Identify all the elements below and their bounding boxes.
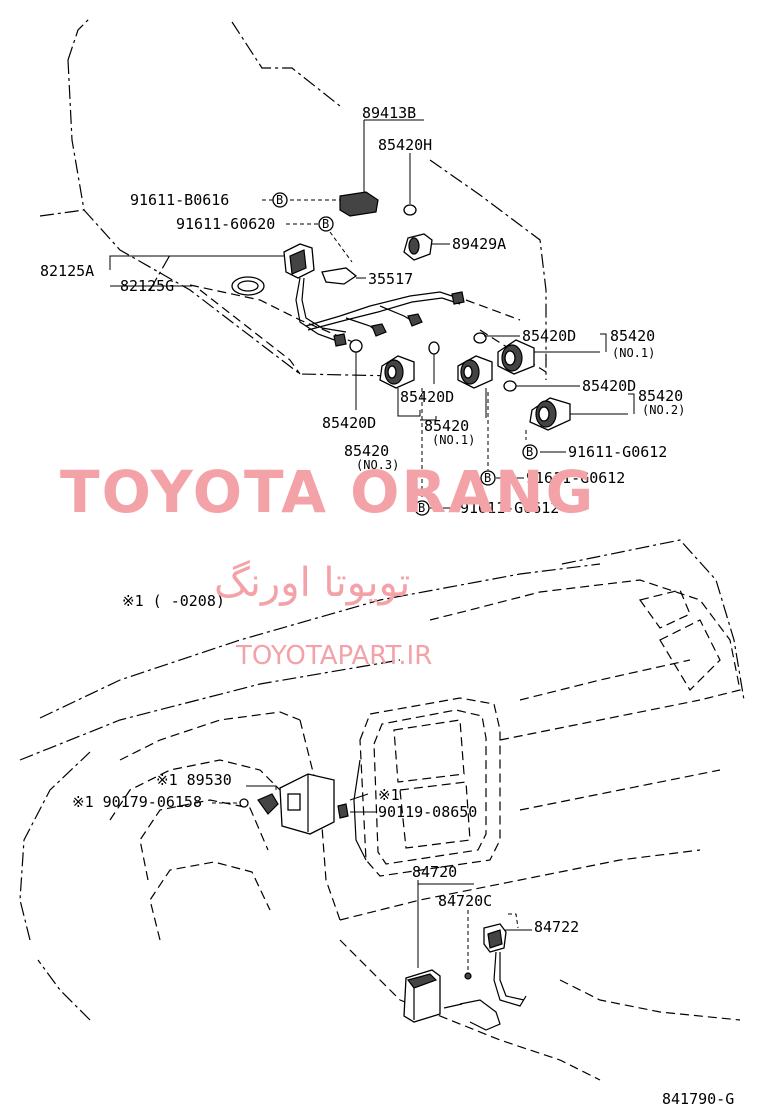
- ring-85420d-d[interactable]: [349, 339, 363, 353]
- bolt-b-label: B: [526, 445, 533, 459]
- bolt-b-label: B: [276, 193, 283, 207]
- upper-leaders: [262, 199, 635, 509]
- bolt-b-3[interactable]: B: [522, 444, 538, 460]
- label-85420h: 85420H: [378, 136, 432, 154]
- watermark-url-text: TOYOTAPART.IR: [235, 641, 432, 671]
- part-89429a[interactable]: [403, 233, 450, 261]
- bolt-b-1[interactable]: B: [272, 192, 288, 208]
- part-35517[interactable]: [321, 267, 366, 285]
- label-85420-c: 85420: [424, 417, 469, 435]
- roof-outline: [39, 17, 547, 380]
- part-82125a[interactable]: [109, 243, 315, 279]
- watermark-persian-text: تویوتا اورنگ: [214, 560, 410, 606]
- label-91611-60620: 91611-60620: [176, 215, 275, 233]
- label-84720c: 84720C: [438, 892, 492, 910]
- watermark-main-text: TOYOTA ORANG: [60, 458, 595, 526]
- speaker-85420-no3[interactable]: [379, 355, 415, 389]
- center-bezel: [353, 697, 501, 877]
- label-85420-a: 85420: [610, 327, 655, 345]
- wire-harness: [295, 277, 465, 347]
- label-no1-c: (NO.1): [432, 433, 475, 447]
- part-82125g[interactable]: [110, 276, 265, 296]
- dashboard-outline: [19, 539, 745, 1081]
- part-84722-harness[interactable]: [443, 913, 532, 1031]
- label-no2: (NO.2): [642, 403, 685, 417]
- bolt-b-5[interactable]: B: [414, 500, 430, 516]
- part-89530-module[interactable]: [246, 773, 335, 835]
- label-no1-a: (NO.1): [612, 346, 655, 360]
- part-84720c[interactable]: [464, 910, 472, 980]
- label-91611-g0612-a: 91611-G0612: [568, 443, 667, 461]
- label-90179-06158: ※1 90179-06158: [72, 793, 202, 811]
- label-89413b: 89413B: [362, 104, 416, 122]
- bolt-b-label: B: [484, 471, 491, 485]
- label-91611-b0616: 91611-B0616: [130, 191, 229, 209]
- label-mark1: ※1: [378, 786, 400, 804]
- label-35517: 35517: [368, 270, 413, 288]
- label-85420d-a: 85420D: [522, 327, 576, 345]
- label-91611-g0612-b: 91611-G0612: [526, 469, 625, 487]
- label-90119-08650: 90119-08650: [378, 803, 477, 821]
- speaker-85420-no2[interactable]: [529, 397, 571, 431]
- bolt-b-label: B: [322, 217, 329, 231]
- bolt-b-label: B: [418, 501, 425, 515]
- speaker-85420-no1-c[interactable]: [457, 355, 493, 389]
- bolt-b-2[interactable]: B: [318, 216, 334, 232]
- diagram-code: 841790-G: [662, 1090, 734, 1108]
- label-89429a: 89429A: [452, 235, 506, 253]
- label-no3: (NO.3): [356, 458, 399, 472]
- label-89530: ※1 89530: [156, 771, 232, 789]
- part-90119-08650[interactable]: [337, 793, 376, 819]
- part-90179-06158[interactable]: [212, 798, 249, 808]
- label-84722: 84722: [534, 918, 579, 936]
- label-82125a: 82125A: [40, 262, 94, 280]
- ring-85420d-c[interactable]: [428, 341, 440, 355]
- part-84720-switch[interactable]: [403, 880, 474, 1023]
- label-85420-b: 85420: [638, 387, 683, 405]
- label-85420d-d: 85420D: [322, 414, 376, 432]
- label-note1: ※1 ( -0208): [122, 592, 225, 610]
- label-85420d-b: 85420D: [582, 377, 636, 395]
- ring-85420d-b[interactable]: [503, 380, 517, 392]
- label-85420d-c: 85420D: [400, 388, 454, 406]
- speaker-85420-no1-a[interactable]: [497, 339, 535, 375]
- part-89413b[interactable]: [339, 119, 424, 217]
- label-84720: 84720: [412, 863, 457, 881]
- part-85420h[interactable]: [403, 153, 417, 216]
- label-91611-g0612-c: 91611-G0612: [460, 499, 559, 517]
- label-82125g: 82125G: [120, 277, 174, 295]
- bolt-b-4[interactable]: B: [480, 470, 496, 486]
- label-85420-d: 85420: [344, 442, 389, 460]
- ring-85420d-a[interactable]: [473, 332, 487, 344]
- watermark: TOYOTA ORANG تویوتا اورنگ TOYOTAPART.IR: [60, 458, 595, 671]
